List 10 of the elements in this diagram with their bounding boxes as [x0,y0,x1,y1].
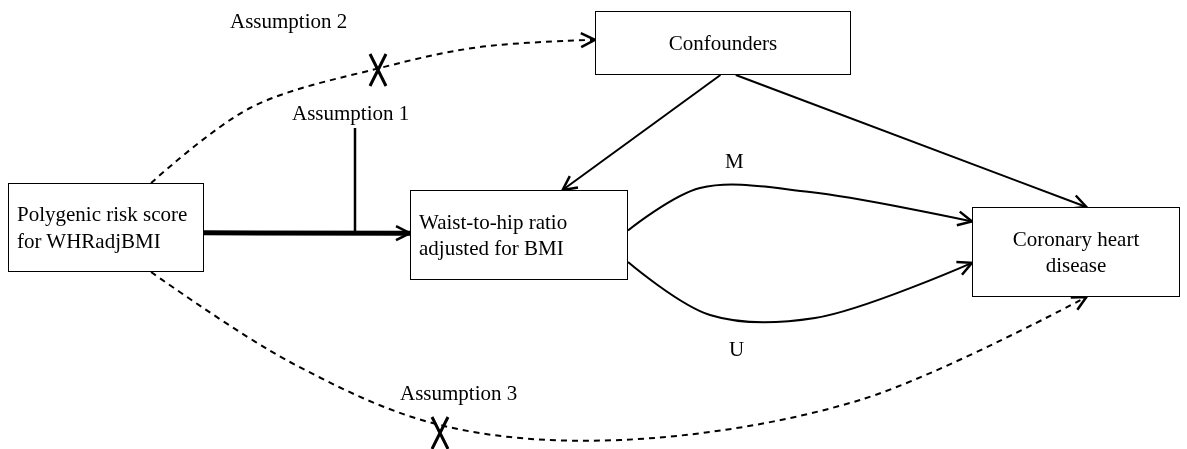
arrow [150,271,1088,442]
arrow [627,183,974,232]
process-box: Waist-to-hip ratio adjusted for BMI [410,190,628,280]
process-box: Confounders [595,11,851,75]
arrow [150,31,597,184]
arrow [561,74,722,192]
arrow [204,224,412,242]
process-box: Polygenic risk score for WHRadjBMI [8,183,204,272]
arrow [627,260,974,324]
process-box: Coronary heart disease [972,207,1180,297]
